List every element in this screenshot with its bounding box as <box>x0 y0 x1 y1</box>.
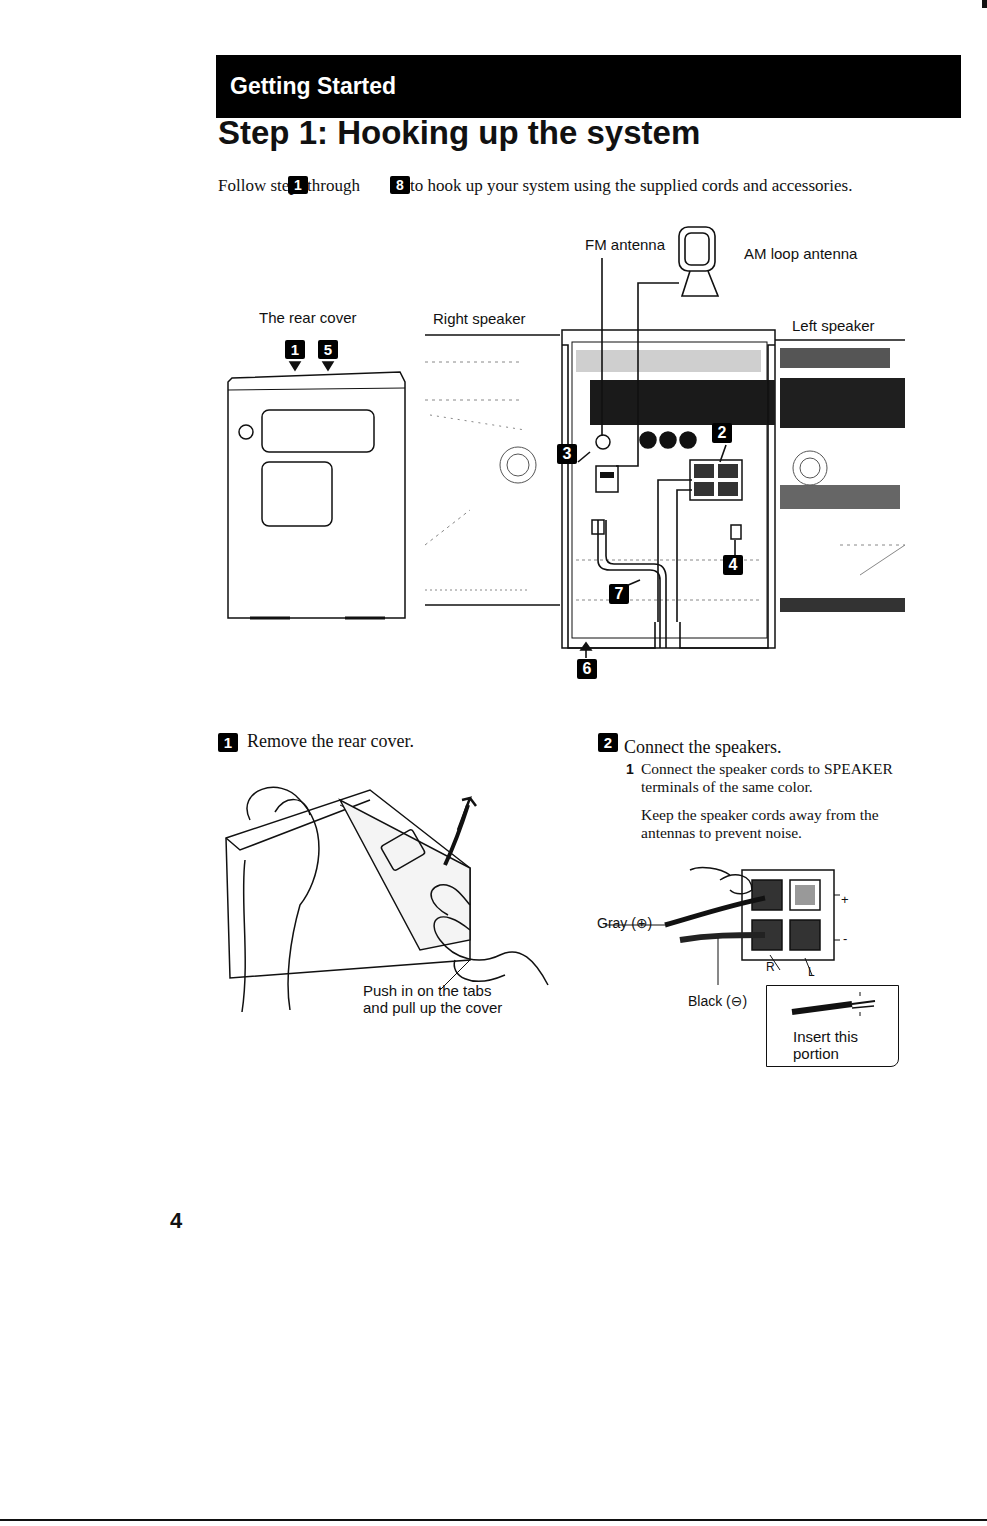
callout-number: 1 <box>285 340 305 359</box>
main-unit-drawing <box>562 330 775 648</box>
page-number: 4 <box>170 1208 182 1233</box>
part-name: Left speaker <box>792 317 875 334</box>
callout-number: 1 <box>288 176 308 194</box>
substep-number: 1 <box>626 761 634 777</box>
cover-removal-drawing <box>226 787 548 1012</box>
part-name: The rear cover <box>259 309 357 326</box>
callout-number: 7 <box>609 584 629 604</box>
note-text: Insert this portion <box>793 1028 872 1063</box>
terminal-sign: + <box>841 893 849 908</box>
part-name: AM loop antenna <box>744 245 857 262</box>
right-speaker-drawing <box>425 335 560 605</box>
channel-label: R <box>766 961 775 975</box>
callout-number: 5 <box>318 340 338 359</box>
intro-text: to hook up your system using the supplie… <box>410 176 852 196</box>
rear-cover-drawing <box>228 362 405 618</box>
left-speaker-drawing <box>775 340 905 612</box>
part-name: Right speaker <box>433 310 526 327</box>
part-name: FM antenna <box>585 236 665 253</box>
section-band: Getting Started <box>216 55 961 118</box>
step-heading: Connect the speakers. <box>624 737 781 758</box>
section-heading: Getting Started <box>230 73 947 99</box>
step-number: 2 <box>598 733 618 752</box>
intro-text: through <box>307 176 360 196</box>
callout-number: 4 <box>723 555 743 575</box>
channel-label: L <box>808 966 815 980</box>
callout-number: 2 <box>712 423 732 443</box>
speaker-terminal-drawing <box>605 868 875 1016</box>
page-title: Step 1: Hooking up the system <box>218 114 700 152</box>
callout-number: 3 <box>557 444 577 464</box>
instruction-text: Connect the speaker cords to SPEAKER ter… <box>641 760 936 796</box>
step-number: 1 <box>218 733 238 752</box>
wire-label: Black (⊖) <box>688 993 747 1009</box>
callout-number: 8 <box>390 176 410 194</box>
wire-label: Gray (⊕) <box>597 915 652 931</box>
terminal-sign: - <box>843 932 847 947</box>
wiring <box>562 227 775 658</box>
callout-number: 6 <box>577 659 597 679</box>
instruction-text: Keep the speaker cords away from the ant… <box>641 806 936 842</box>
note-box: Insert this portion <box>766 985 899 1067</box>
step-heading: Remove the rear cover. <box>247 731 414 752</box>
instruction-note: Push in on the tabs and pull up the cove… <box>363 982 503 1017</box>
